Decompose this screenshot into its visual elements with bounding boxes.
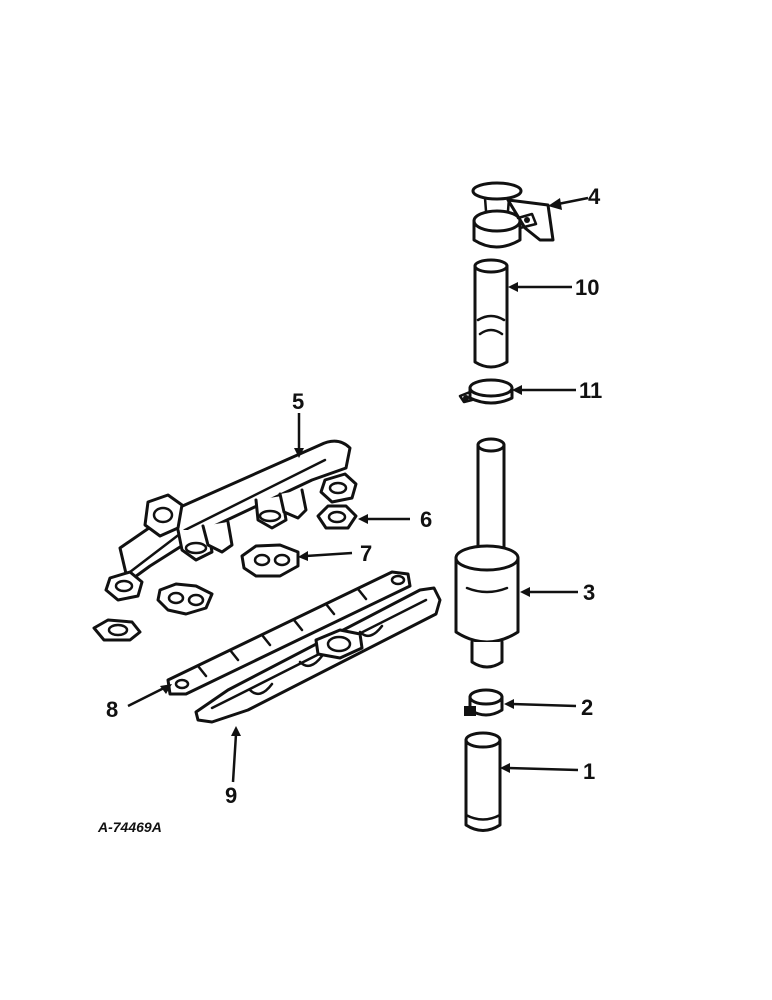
part-3-muffler bbox=[454, 437, 520, 669]
part-2-lower-clamp bbox=[464, 688, 504, 717]
callout-6: 6 bbox=[420, 507, 432, 532]
part-4-rain-cap-bracket bbox=[471, 181, 555, 249]
callout-labels: 4 10 11 5 6 7 3 2 1 8 9 bbox=[106, 184, 602, 808]
part-7-gasket bbox=[240, 543, 300, 578]
part-1-tail-pipe bbox=[464, 731, 502, 832]
callout-11: 11 bbox=[579, 378, 602, 403]
part-8-gasket-strip bbox=[166, 570, 412, 696]
callout-5: 5 bbox=[292, 389, 304, 414]
part-5-exhaust-manifold bbox=[104, 439, 358, 602]
gasket-set-small bbox=[92, 582, 214, 642]
part-10-upper-pipe bbox=[473, 258, 509, 369]
callout-1: 1 bbox=[583, 759, 595, 784]
part-6-gasket bbox=[316, 504, 358, 530]
part-9-intake-manifold bbox=[194, 586, 442, 724]
callout-10: 10 bbox=[575, 275, 599, 300]
leader-lines bbox=[127, 196, 589, 783]
callout-7: 7 bbox=[360, 541, 372, 566]
callout-3: 3 bbox=[583, 580, 595, 605]
part-11-clamp bbox=[458, 378, 514, 405]
callout-8: 8 bbox=[106, 697, 118, 722]
figure-id: A-74469A bbox=[97, 819, 162, 835]
callout-2: 2 bbox=[581, 695, 593, 720]
callout-4: 4 bbox=[588, 184, 601, 209]
callout-9: 9 bbox=[225, 783, 237, 808]
